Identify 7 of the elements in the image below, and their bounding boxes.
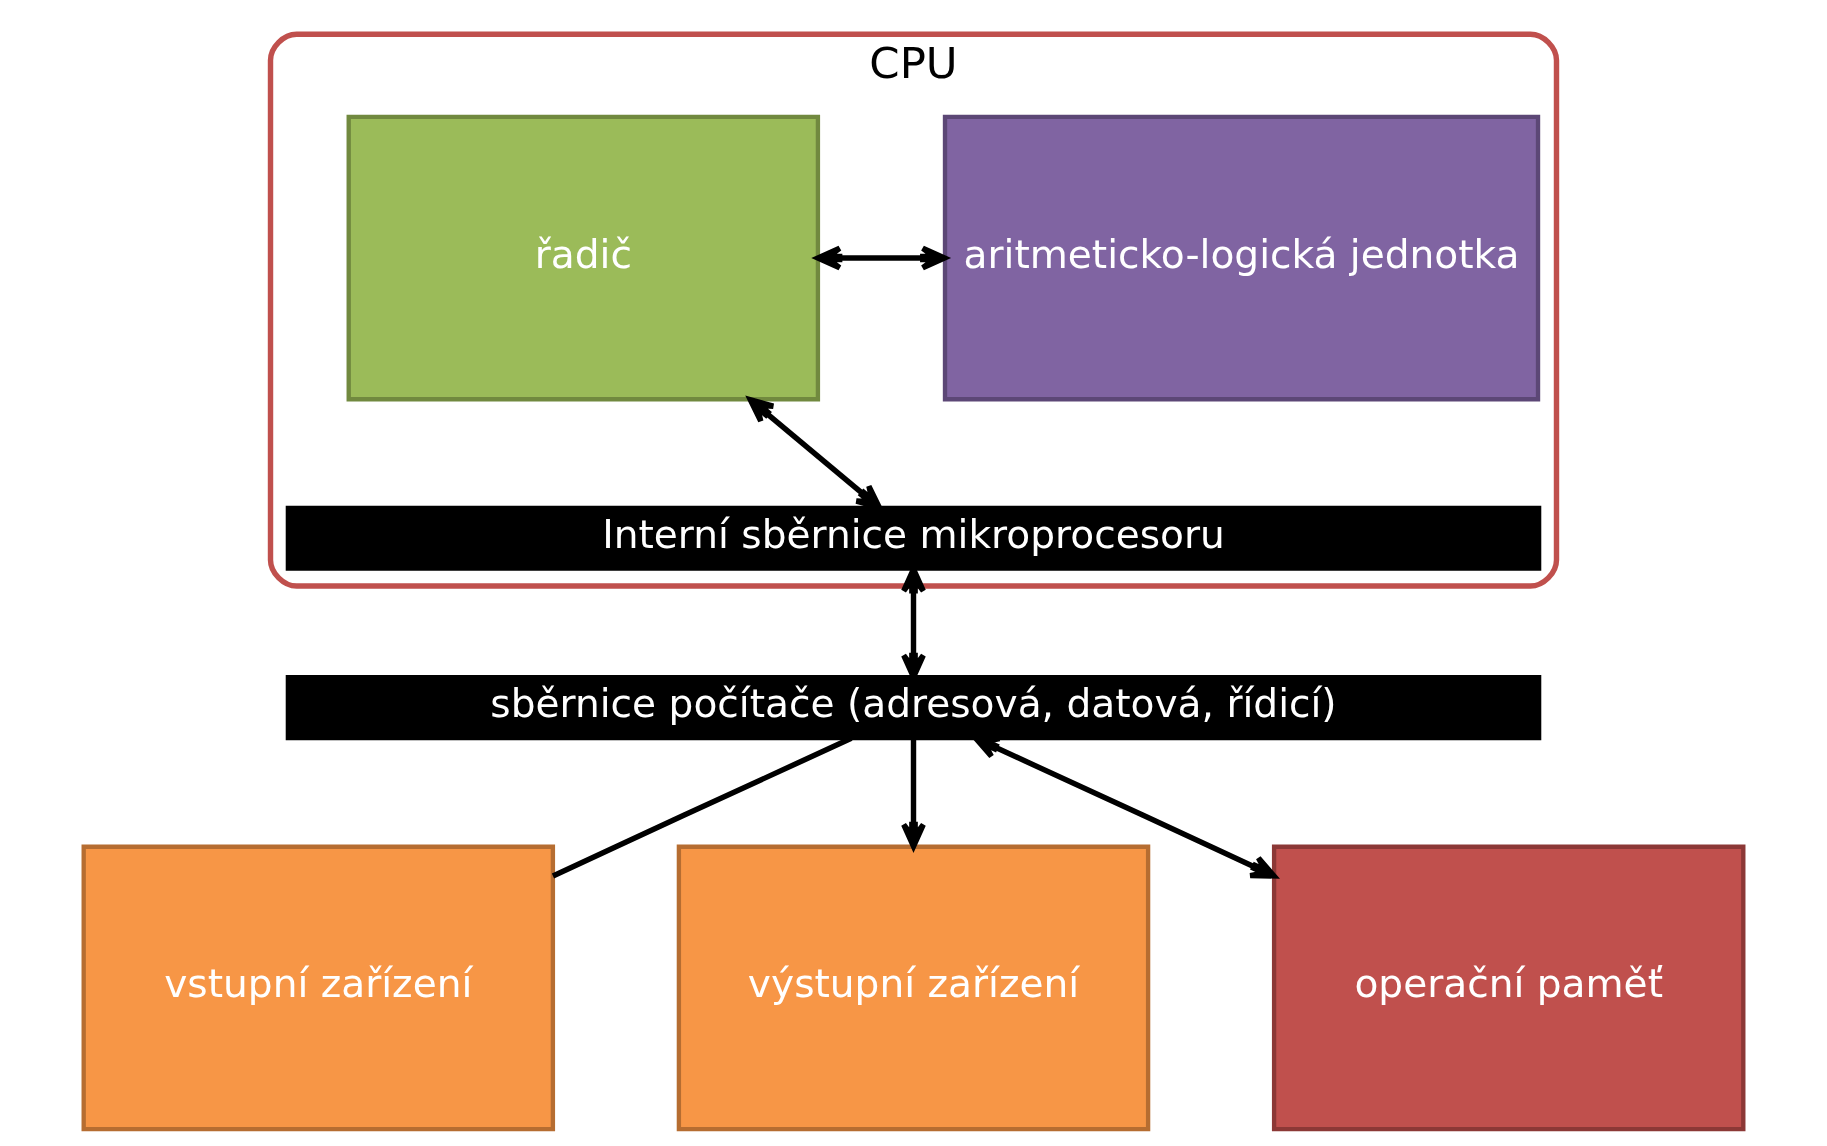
node-box: operační paměť [1271,844,1746,1132]
node-box: sběrnice počítače (adresová, datová, řídicí) [285,675,1542,741]
node-box: vstupní zařízení [81,844,556,1132]
node-box: Interní sběrnice mikroprocesoru [285,505,1542,571]
node-box: výstupní zařízení [676,844,1151,1132]
node-box: aritmeticko-logická jednotka [942,114,1541,402]
node-box: řadič [346,114,821,402]
